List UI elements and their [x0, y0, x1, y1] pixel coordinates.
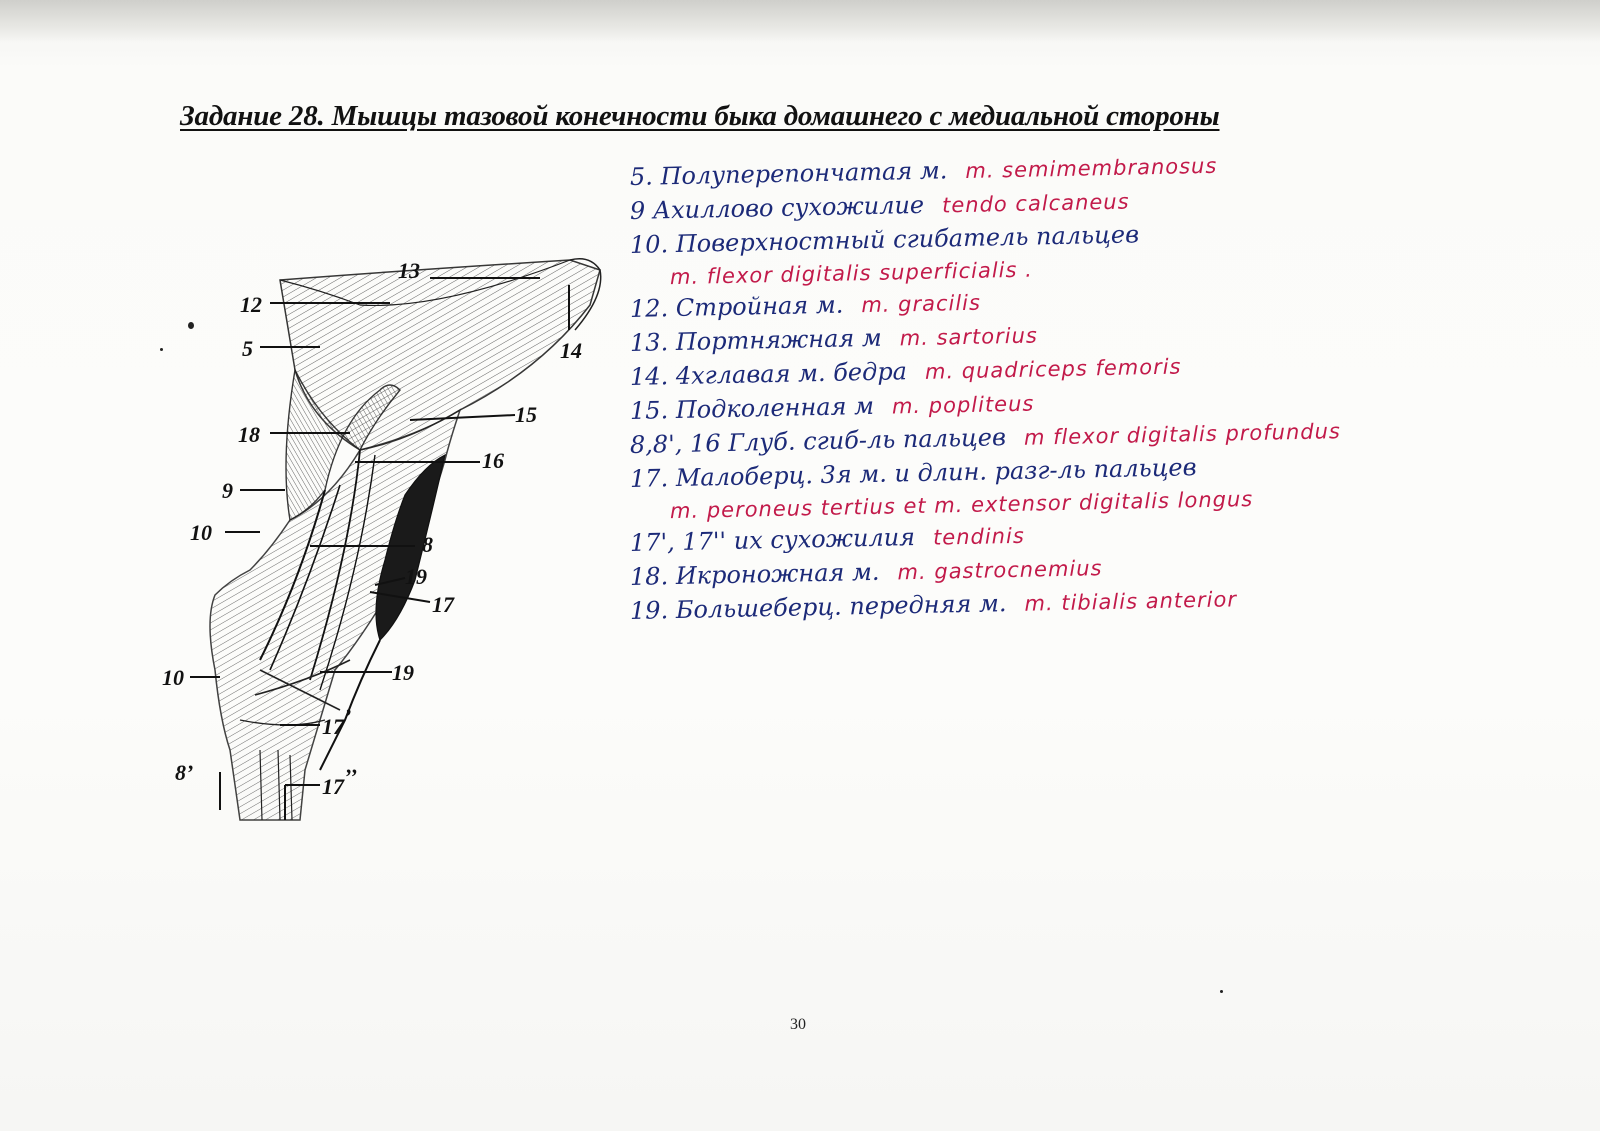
- fig-label-17-double-prime: 17’’: [322, 764, 357, 799]
- fig-label-15: 15: [515, 402, 537, 427]
- fig-label-10-lower: 10: [162, 665, 184, 690]
- scan-speck: [188, 322, 194, 329]
- fig-label-5: 5: [242, 336, 253, 361]
- fig-label-10-upper: 10: [190, 520, 212, 545]
- scan-speck: [1220, 990, 1223, 993]
- anatomy-figure: 13 12 5 14 15 18 16 9 10 8 19 17 10 19 1…: [160, 250, 630, 840]
- fig-label-12: 12: [240, 292, 262, 317]
- fig-label-17-prime: 17’: [322, 704, 351, 739]
- fig-label-14: 14: [560, 338, 582, 363]
- fig-label-18: 18: [238, 422, 260, 447]
- fig-label-17: 17: [432, 592, 455, 617]
- handwritten-notes: 5. Полуперепончатая м.m. semimembranosus…: [630, 154, 1580, 628]
- scan-edge-shadow: [0, 0, 1600, 42]
- tibialis-anterior-muscle: [375, 453, 446, 642]
- fig-label-8-prime: 8’: [175, 760, 193, 785]
- fig-label-16: 16: [482, 448, 504, 473]
- fig-label-9: 9: [222, 478, 233, 503]
- fig-label-13: 13: [398, 258, 420, 283]
- limb-muscle-drawing: 13 12 5 14 15 18 16 9 10 8 19 17 10 19 1…: [162, 258, 602, 821]
- page-number: 30: [790, 1016, 806, 1033]
- fig-label-19-upper: 19: [405, 564, 427, 589]
- shank: [209, 408, 462, 821]
- fig-label-19-lower: 19: [392, 660, 414, 685]
- scan-speck: [160, 348, 163, 351]
- fig-label-8: 8: [422, 532, 433, 557]
- page-title: Задание 28. Мышцы тазовой конечности бык…: [180, 100, 1220, 132]
